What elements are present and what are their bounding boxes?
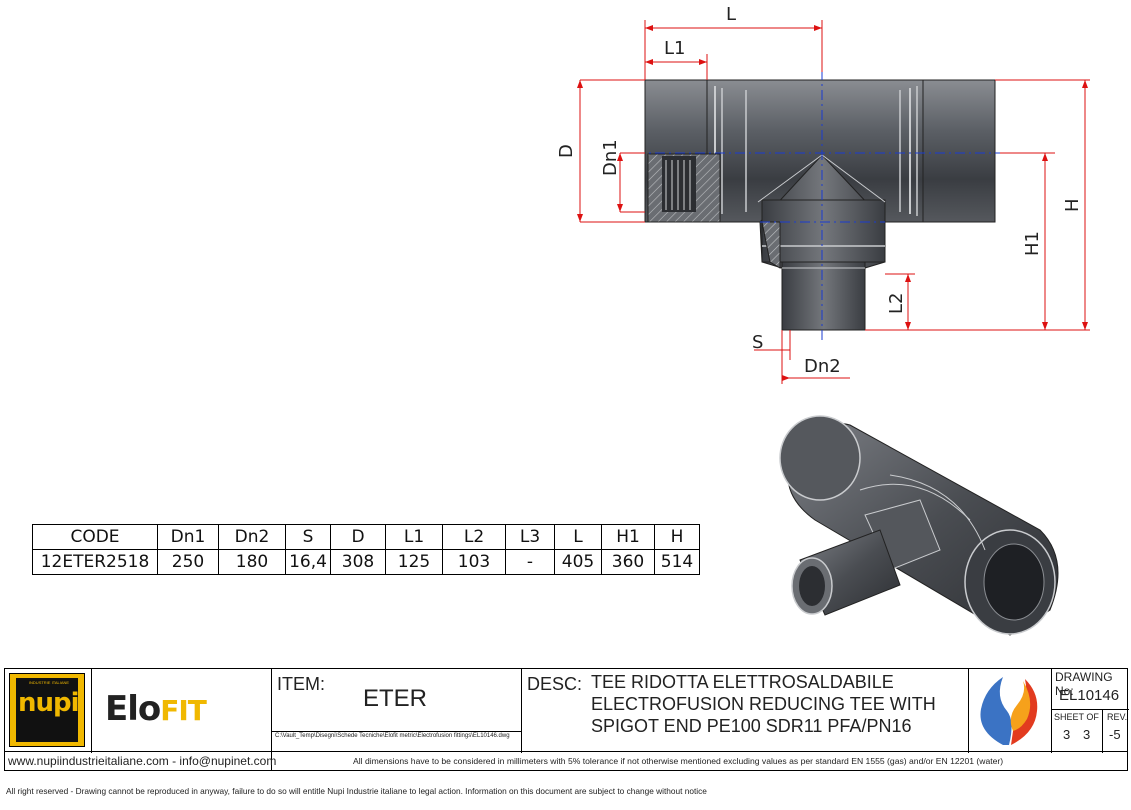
table-cell-s: 16,4 [285,549,331,575]
drawing-no-label: DRAWING No: [1055,670,1113,698]
elofit-logo: EloFIT [105,689,207,729]
rev-label: REV. [1107,712,1128,722]
dim-label-L2: L2 [886,293,907,314]
nupi-logo-small: INDUSTRIE ITALIANE [28,680,70,685]
table-header-row: CODE Dn1 Dn2 S D L1 L2 L3 L H1 H [32,524,700,550]
rev-value: -5 [1109,727,1121,742]
dim-label-L: L [726,4,736,25]
item-label: ITEM: [277,674,325,694]
rights-notice: All right reserved - Drawing cannot be r… [6,786,707,796]
desc-line-1: TEE RIDOTTA ELETTROSALDABILE [591,672,894,692]
dim-label-H: H [1062,198,1083,212]
table-header-d: D [330,524,386,550]
table-cell-d: 308 [330,549,386,575]
table-header-l2: L2 [442,524,506,550]
desc-line-3: SPIGOT END PE100 SDR11 PFA/PN16 [591,716,912,736]
dim-label-H1: H1 [1022,231,1043,256]
table-cell-h1: 360 [601,549,655,575]
flame-logo [980,677,1038,745]
table-header-h: H [654,524,700,550]
table-header-l: L [554,524,602,550]
contact-bar: www.nupiindustrieitaliane.com - info@nup… [4,751,1128,771]
dimension-table: CODE Dn1 Dn2 S D L1 L2 L3 L H1 H 12ETER2… [32,524,700,575]
centerlines [635,70,1010,340]
table-cell-h: 514 [654,549,700,575]
elofit-logo-fit: FIT [160,694,207,727]
sheet-of-label: SHEET OF [1054,712,1099,722]
elofit-logo-elo: Elo [105,689,161,729]
dim-label-Dn1: Dn1 [600,139,621,176]
table-cell-l: 405 [554,549,602,575]
tee-3d-render [779,415,1059,636]
file-path: C:\Vault_Temp\Disegni\Schede Tecniche\El… [275,733,510,739]
dim-label-Dn2: Dn2 [804,356,841,377]
table-header-l1: L1 [385,524,443,550]
table-cell-l3: - [505,549,555,575]
table-header-dn1: Dn1 [157,524,219,550]
table-cell-dn2: 180 [218,549,286,575]
table-header-l3: L3 [505,524,555,550]
table-cell-dn1: 250 [157,549,219,575]
dim-label-S: S [752,332,763,353]
item-value: ETER [363,685,428,712]
table-cell-l1: 125 [385,549,443,575]
nupi-logo-text: nupi [18,688,80,718]
table-header-code: CODE [32,524,158,550]
desc-line-2: ELECTROFUSION REDUCING TEE WITH [591,694,936,714]
table-row: 12ETER2518 250 180 16,4 308 125 103 - 40… [32,549,700,575]
website-link[interactable]: www.nupiindustrieitaliane.com - info@nup… [8,754,277,768]
of-value: 3 [1083,727,1091,742]
table-cell-l2: 103 [442,549,506,575]
tee-main-body [644,79,996,223]
dimension-arrows [577,25,1088,381]
table-cell-code: 12ETER2518 [32,549,158,575]
table-header-h1: H1 [601,524,655,550]
desc-label: DESC: [527,674,583,694]
dim-label-D: D [556,144,577,158]
tolerance-note: All dimensions have to be considered in … [353,756,1004,766]
dimension-lines [579,20,1090,384]
table-header-s: S [285,524,331,550]
nupi-logo: nupi INDUSTRIE ITALIANE [9,673,85,747]
dim-label-L1: L1 [664,38,685,59]
drawing-no-value: EL10146 [1059,687,1120,704]
title-block: nupi INDUSTRIE ITALIANE EloFIT ITEM: ETE… [4,668,1129,753]
table-header-dn2: Dn2 [218,524,286,550]
sheet-value: 3 [1063,727,1071,742]
technical-drawing: L L1 D Dn1 H H1 L2 S Dn2 [556,4,1090,384]
